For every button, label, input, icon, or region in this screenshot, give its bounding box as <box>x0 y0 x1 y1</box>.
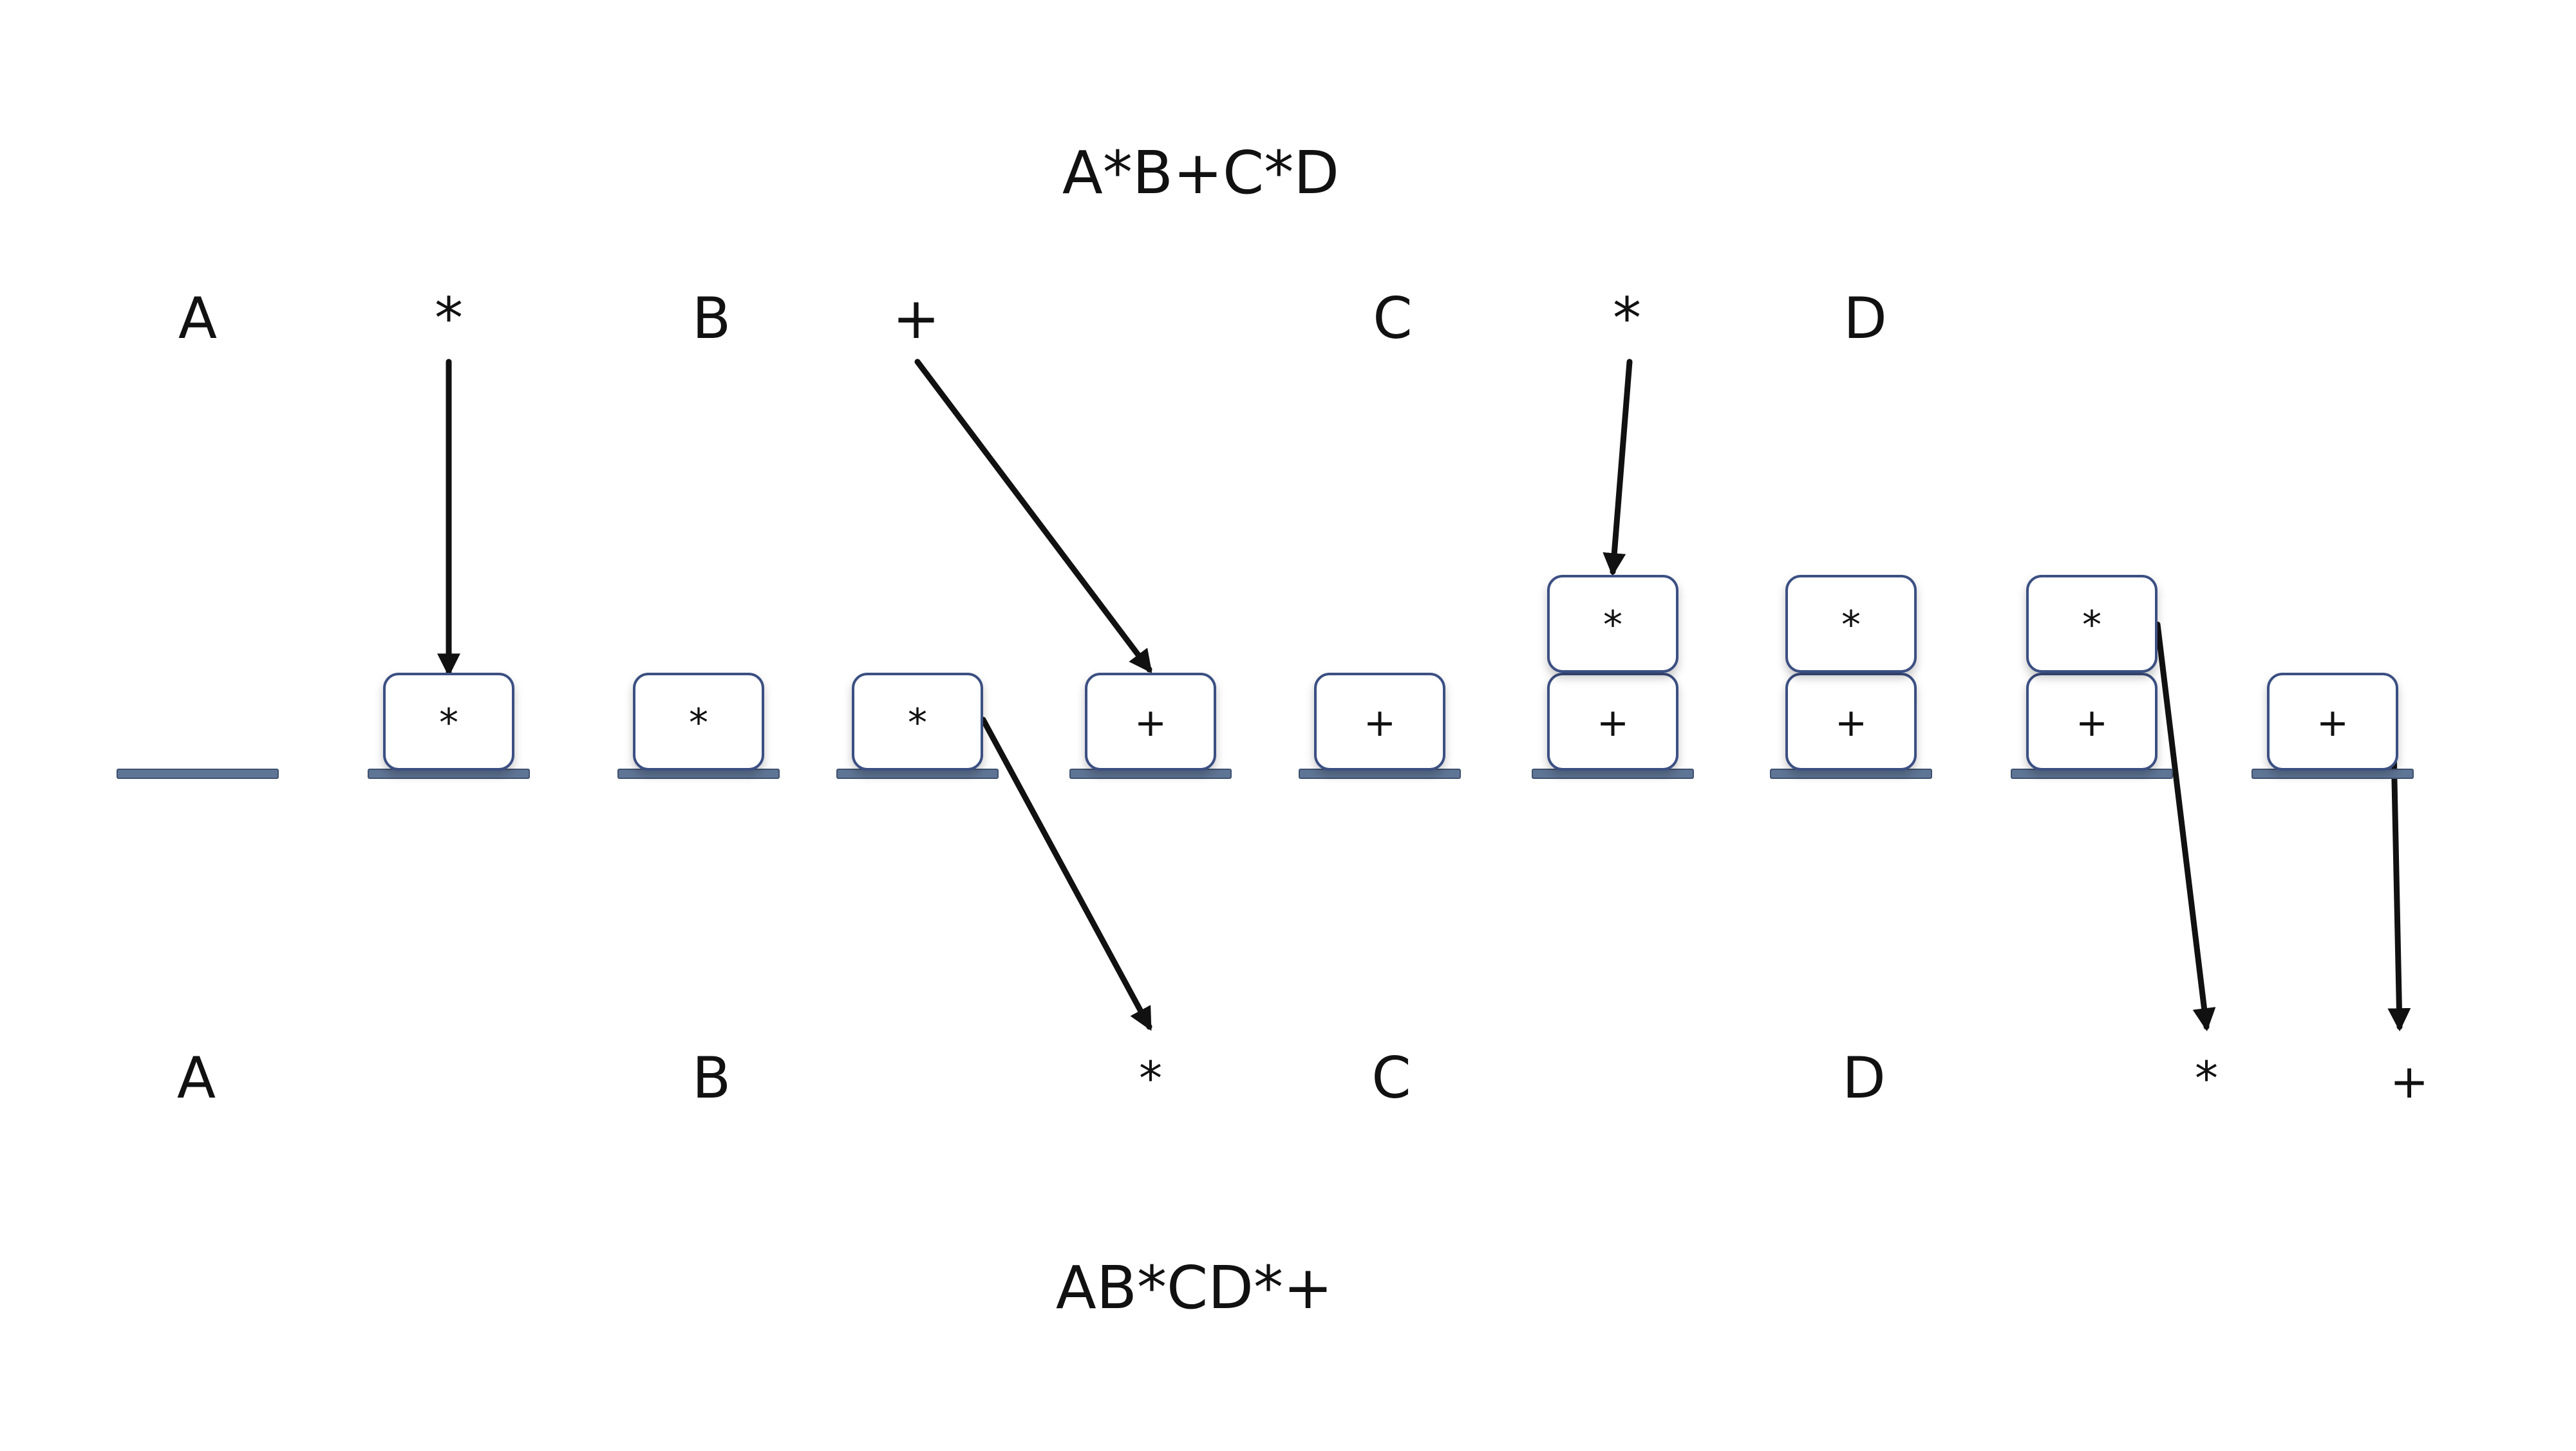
input-token: A <box>178 285 217 351</box>
stack-cell-symbol: * <box>439 700 458 745</box>
pop-arrow <box>2154 621 2216 1032</box>
stack-base <box>2252 769 2414 779</box>
output-token-row: A B * C D * + <box>177 1045 2429 1111</box>
stack-cell <box>633 673 764 771</box>
postfix-expression: AB*CD*+ <box>1056 1253 1333 1322</box>
stack-cell <box>1314 673 1445 771</box>
push-arrow <box>1603 359 1633 577</box>
output-token: C <box>1371 1045 1411 1111</box>
stack-base <box>2011 769 2173 779</box>
stack-state: * <box>836 673 999 779</box>
stack-cell-symbol: * <box>1841 603 1861 648</box>
output-token: A <box>177 1045 216 1111</box>
stack-base <box>1532 769 1694 779</box>
pop-arrow <box>2387 716 2411 1032</box>
output-token: * <box>2195 1051 2218 1105</box>
stack-states-group: ***+++*+*+*+ <box>117 575 2414 779</box>
stack-cell <box>2267 673 2398 771</box>
stack-cell <box>2026 673 2158 771</box>
stack-cell-symbol: + <box>2076 700 2108 745</box>
stack-cell <box>1085 673 1216 771</box>
stack-base <box>1770 769 1932 779</box>
output-token: + <box>2390 1054 2429 1109</box>
push-arrow <box>914 359 1152 673</box>
stack-cell <box>2026 575 2158 673</box>
stack-state: +* <box>1770 575 1932 779</box>
stack-cell <box>1785 575 1917 673</box>
stack-cell-symbol: + <box>1364 700 1396 745</box>
input-token: C <box>1373 285 1412 351</box>
stack-cell <box>1785 673 1917 771</box>
stack-state: + <box>1069 673 1232 779</box>
stack-state: + <box>1299 673 1461 779</box>
stack-state: +* <box>2011 575 2173 779</box>
input-token-row: A * B + C * D <box>178 285 1887 351</box>
infix-expression: A*B+C*D <box>1062 138 1339 207</box>
pop-arrow <box>980 716 1152 1031</box>
stack-cell-symbol: + <box>1134 700 1167 745</box>
output-token: B <box>692 1045 731 1111</box>
stack-cell-symbol: * <box>2082 603 2101 648</box>
stack-cell <box>1547 673 1678 771</box>
stack-state <box>117 769 279 779</box>
stack-cell-symbol: + <box>1597 700 1629 745</box>
stack-cell <box>852 673 983 771</box>
stack-state: * <box>617 673 780 779</box>
input-token: * <box>1613 285 1641 351</box>
stack-base <box>617 769 780 779</box>
stack-state: +* <box>1532 575 1694 779</box>
input-token: B <box>692 285 731 351</box>
stack-base <box>1069 769 1232 779</box>
input-token: * <box>435 285 463 351</box>
stack-cell-symbol: + <box>2317 700 2349 745</box>
output-token: D <box>1842 1045 1886 1111</box>
input-token: + <box>892 285 940 351</box>
stack-base <box>836 769 999 779</box>
output-token: * <box>1139 1051 1162 1105</box>
stack-state: * <box>368 673 530 779</box>
stack-state: + <box>2252 673 2414 779</box>
stack-cell-symbol: * <box>1603 603 1622 648</box>
stack-base <box>117 769 279 779</box>
stack-cell <box>1547 575 1678 673</box>
stack-base <box>368 769 530 779</box>
stack-cell <box>383 673 514 771</box>
input-token: D <box>1843 285 1887 351</box>
stack-cell-symbol: + <box>1835 700 1867 745</box>
stack-cell-symbol: * <box>908 700 927 745</box>
stack-cell-symbol: * <box>689 700 708 745</box>
stack-base <box>1299 769 1461 779</box>
